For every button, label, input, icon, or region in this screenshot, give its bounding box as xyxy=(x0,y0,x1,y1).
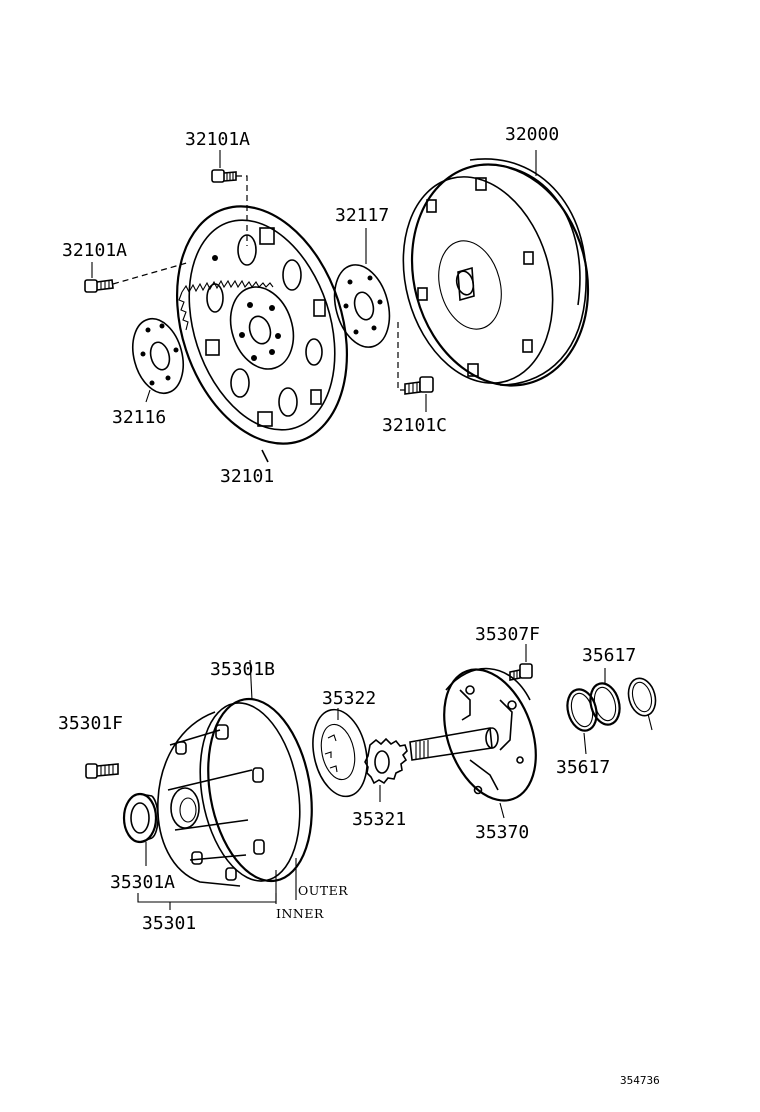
bracket-35301 xyxy=(137,893,277,910)
label-32101: 32101 xyxy=(220,466,274,487)
label-35321: 35321 xyxy=(352,809,406,830)
label-inner: INNER xyxy=(276,906,324,921)
spacer-plate-32117 xyxy=(333,228,391,348)
oil-seal-35301A xyxy=(122,792,159,866)
diagram-id: 354736 xyxy=(620,1074,660,1087)
label-35617-top: 35617 xyxy=(582,645,636,666)
spacer-plate-32116 xyxy=(132,317,184,403)
torque-converter-32000 xyxy=(402,150,590,387)
bolt-35307F xyxy=(509,644,533,681)
driven-gear-35322 xyxy=(312,708,368,798)
drive-plate-32101 xyxy=(175,205,349,463)
bolt-35301F xyxy=(85,763,119,779)
label-35301F: 35301F xyxy=(58,713,123,734)
label-32101C: 32101C xyxy=(382,415,447,436)
label-35307F: 35307F xyxy=(475,624,540,645)
label-35301B: 35301B xyxy=(210,659,275,680)
label-35301A: 35301A xyxy=(110,872,175,893)
label-32116: 32116 xyxy=(112,407,166,428)
seal-rings-35617 xyxy=(566,668,657,755)
oil-pump-body-35301 xyxy=(157,659,313,904)
bolt-32101A-left xyxy=(84,261,191,293)
bolt-32101A-top xyxy=(211,150,248,246)
label-35301: 35301 xyxy=(142,913,196,934)
label-35322: 35322 xyxy=(322,688,376,709)
bolt-32101C xyxy=(397,322,434,412)
label-35617-bottom: 35617 xyxy=(556,757,610,778)
stator-shaft-35370 xyxy=(409,667,537,819)
label-32117: 32117 xyxy=(335,205,389,226)
label-32101A-top: 32101A xyxy=(185,129,250,150)
label-32000: 32000 xyxy=(505,124,559,145)
drive-gear-35321 xyxy=(364,737,408,802)
label-35370: 35370 xyxy=(475,822,529,843)
label-outer: OUTER xyxy=(298,883,348,898)
label-32101A-left: 32101A xyxy=(62,240,127,261)
